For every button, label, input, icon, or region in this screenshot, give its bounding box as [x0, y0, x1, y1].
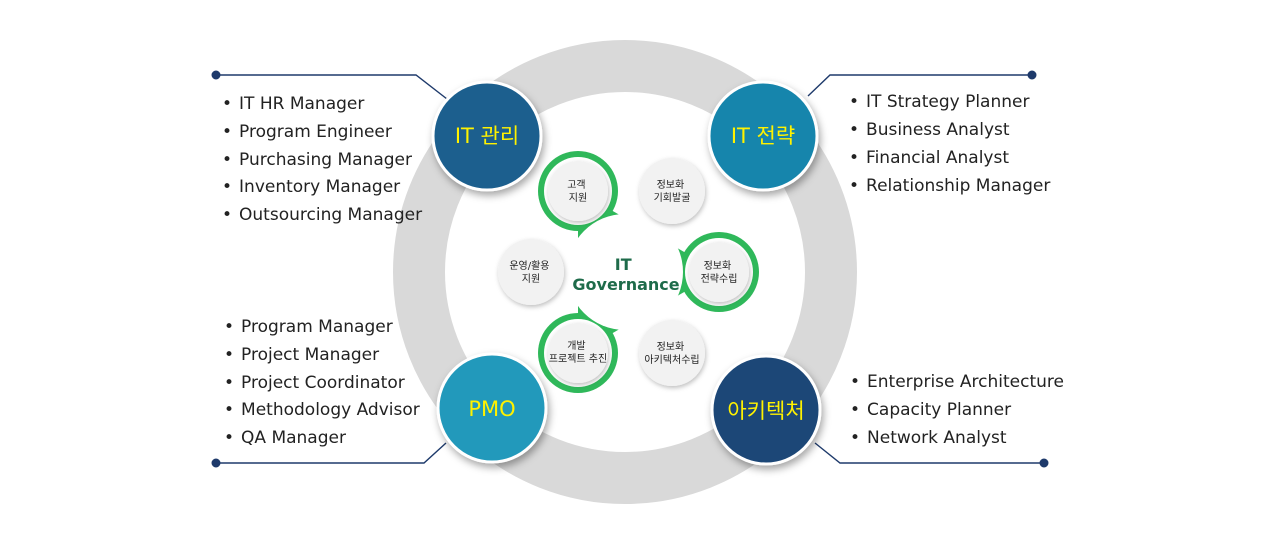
role-item: Project Manager	[224, 342, 420, 370]
connector-dot-it-strategy	[1027, 70, 1037, 80]
connector-architecture	[814, 442, 1044, 464]
center-title-line1: IT	[615, 255, 632, 274]
role-item: Financial Analyst	[849, 144, 1050, 172]
quadrant-it-mgmt: IT 관리	[431, 80, 543, 192]
petal-label: 아키텍처수립	[644, 353, 699, 366]
role-list-architecture: Enterprise Architecture Capacity Planner…	[850, 368, 1064, 452]
connector-dot-pmo	[211, 458, 221, 468]
petal-label: 정보화	[657, 179, 685, 191]
svg-text:정보화 아키텍처수립: 정보화 아키텍처수립	[644, 341, 699, 366]
petal-info-strategy: 정보화 전략수립	[689, 242, 749, 302]
petal-label: 지원	[569, 192, 587, 204]
role-item: Inventory Manager	[222, 174, 422, 202]
quadrant-label-architecture: 아키텍처	[727, 399, 804, 423]
quadrant-label-it-strategy: IT 전략	[731, 124, 795, 148]
petal-label: 전략수립	[701, 272, 738, 285]
role-item: Business Analyst	[849, 116, 1050, 144]
role-item: Network Analyst	[850, 424, 1064, 452]
role-item: Project Coordinator	[224, 370, 420, 398]
connector-it-strategy	[807, 74, 1032, 97]
connector-it-mgmt	[216, 74, 448, 100]
petal-label: 개발	[567, 340, 585, 352]
petal-dev-project: 개발 프로젝트 추진	[548, 323, 608, 383]
role-item: Capacity Planner	[850, 396, 1064, 424]
outer-ring	[393, 40, 857, 504]
role-item: Outsourcing Manager	[222, 202, 422, 230]
petal-ops-support: 운영/활용 지원	[498, 239, 564, 305]
svg-text:고객 지원: 고객 지원	[567, 179, 589, 204]
petal-label: 프로젝트 추진	[549, 353, 607, 365]
role-item: Enterprise Architecture	[850, 368, 1064, 396]
petal-label: 기회발굴	[654, 192, 691, 204]
quadrant-architecture: 아키텍처	[710, 354, 822, 466]
quadrant-label-pmo: PMO	[468, 397, 515, 421]
role-item: IT Strategy Planner	[849, 88, 1050, 116]
quadrant-it-strategy: IT 전략	[707, 80, 819, 192]
petal-customer-support: 고객 지원	[548, 161, 608, 221]
quadrant-pmo: PMO	[436, 352, 548, 464]
center-title: IT Governance	[572, 255, 679, 294]
svg-text:개발 프로젝트 추진: 개발 프로젝트 추진	[549, 340, 607, 365]
svg-text:운영/활용 지원: 운영/활용 지원	[509, 259, 552, 285]
role-item: Methodology Advisor	[224, 397, 420, 425]
connector-pmo	[216, 442, 447, 464]
svg-text:정보화 전략수립: 정보화 전략수립	[701, 260, 738, 285]
role-item: Purchasing Manager	[222, 147, 422, 175]
petal-info-architecture: 정보화 아키텍처수립	[639, 320, 705, 386]
petal-label: 고객	[567, 179, 585, 191]
connector-dot-architecture	[1039, 458, 1049, 468]
petal-label: 정보화	[657, 341, 685, 353]
role-item: Relationship Manager	[849, 172, 1050, 200]
quadrant-label-it-mgmt: IT 관리	[455, 124, 519, 148]
role-list-it-mgmt: IT HR Manager Program Engineer Purchasin…	[222, 91, 422, 230]
petal-info-planning: 정보화 기회발굴	[639, 158, 705, 224]
petal-label: 정보화	[704, 260, 732, 272]
role-item: IT HR Manager	[222, 91, 422, 119]
role-item: Program Engineer	[222, 119, 422, 147]
svg-text:IT Governance: IT Governance	[572, 255, 679, 294]
role-item: Program Manager	[224, 314, 420, 342]
petal-label: 지원	[522, 273, 540, 285]
svg-text:정보화 기회발굴: 정보화 기회발굴	[654, 179, 691, 204]
center-title-line2: Governance	[572, 275, 679, 294]
connector-lines	[211, 70, 1049, 468]
role-item: QA Manager	[224, 425, 420, 453]
role-list-it-strategy: IT Strategy Planner Business Analyst Fin…	[849, 88, 1050, 200]
role-list-pmo: Program Manager Project Manager Project …	[224, 314, 420, 453]
connector-dot-it-mgmt	[211, 70, 221, 80]
petal-label: 운영/활용	[509, 259, 549, 272]
